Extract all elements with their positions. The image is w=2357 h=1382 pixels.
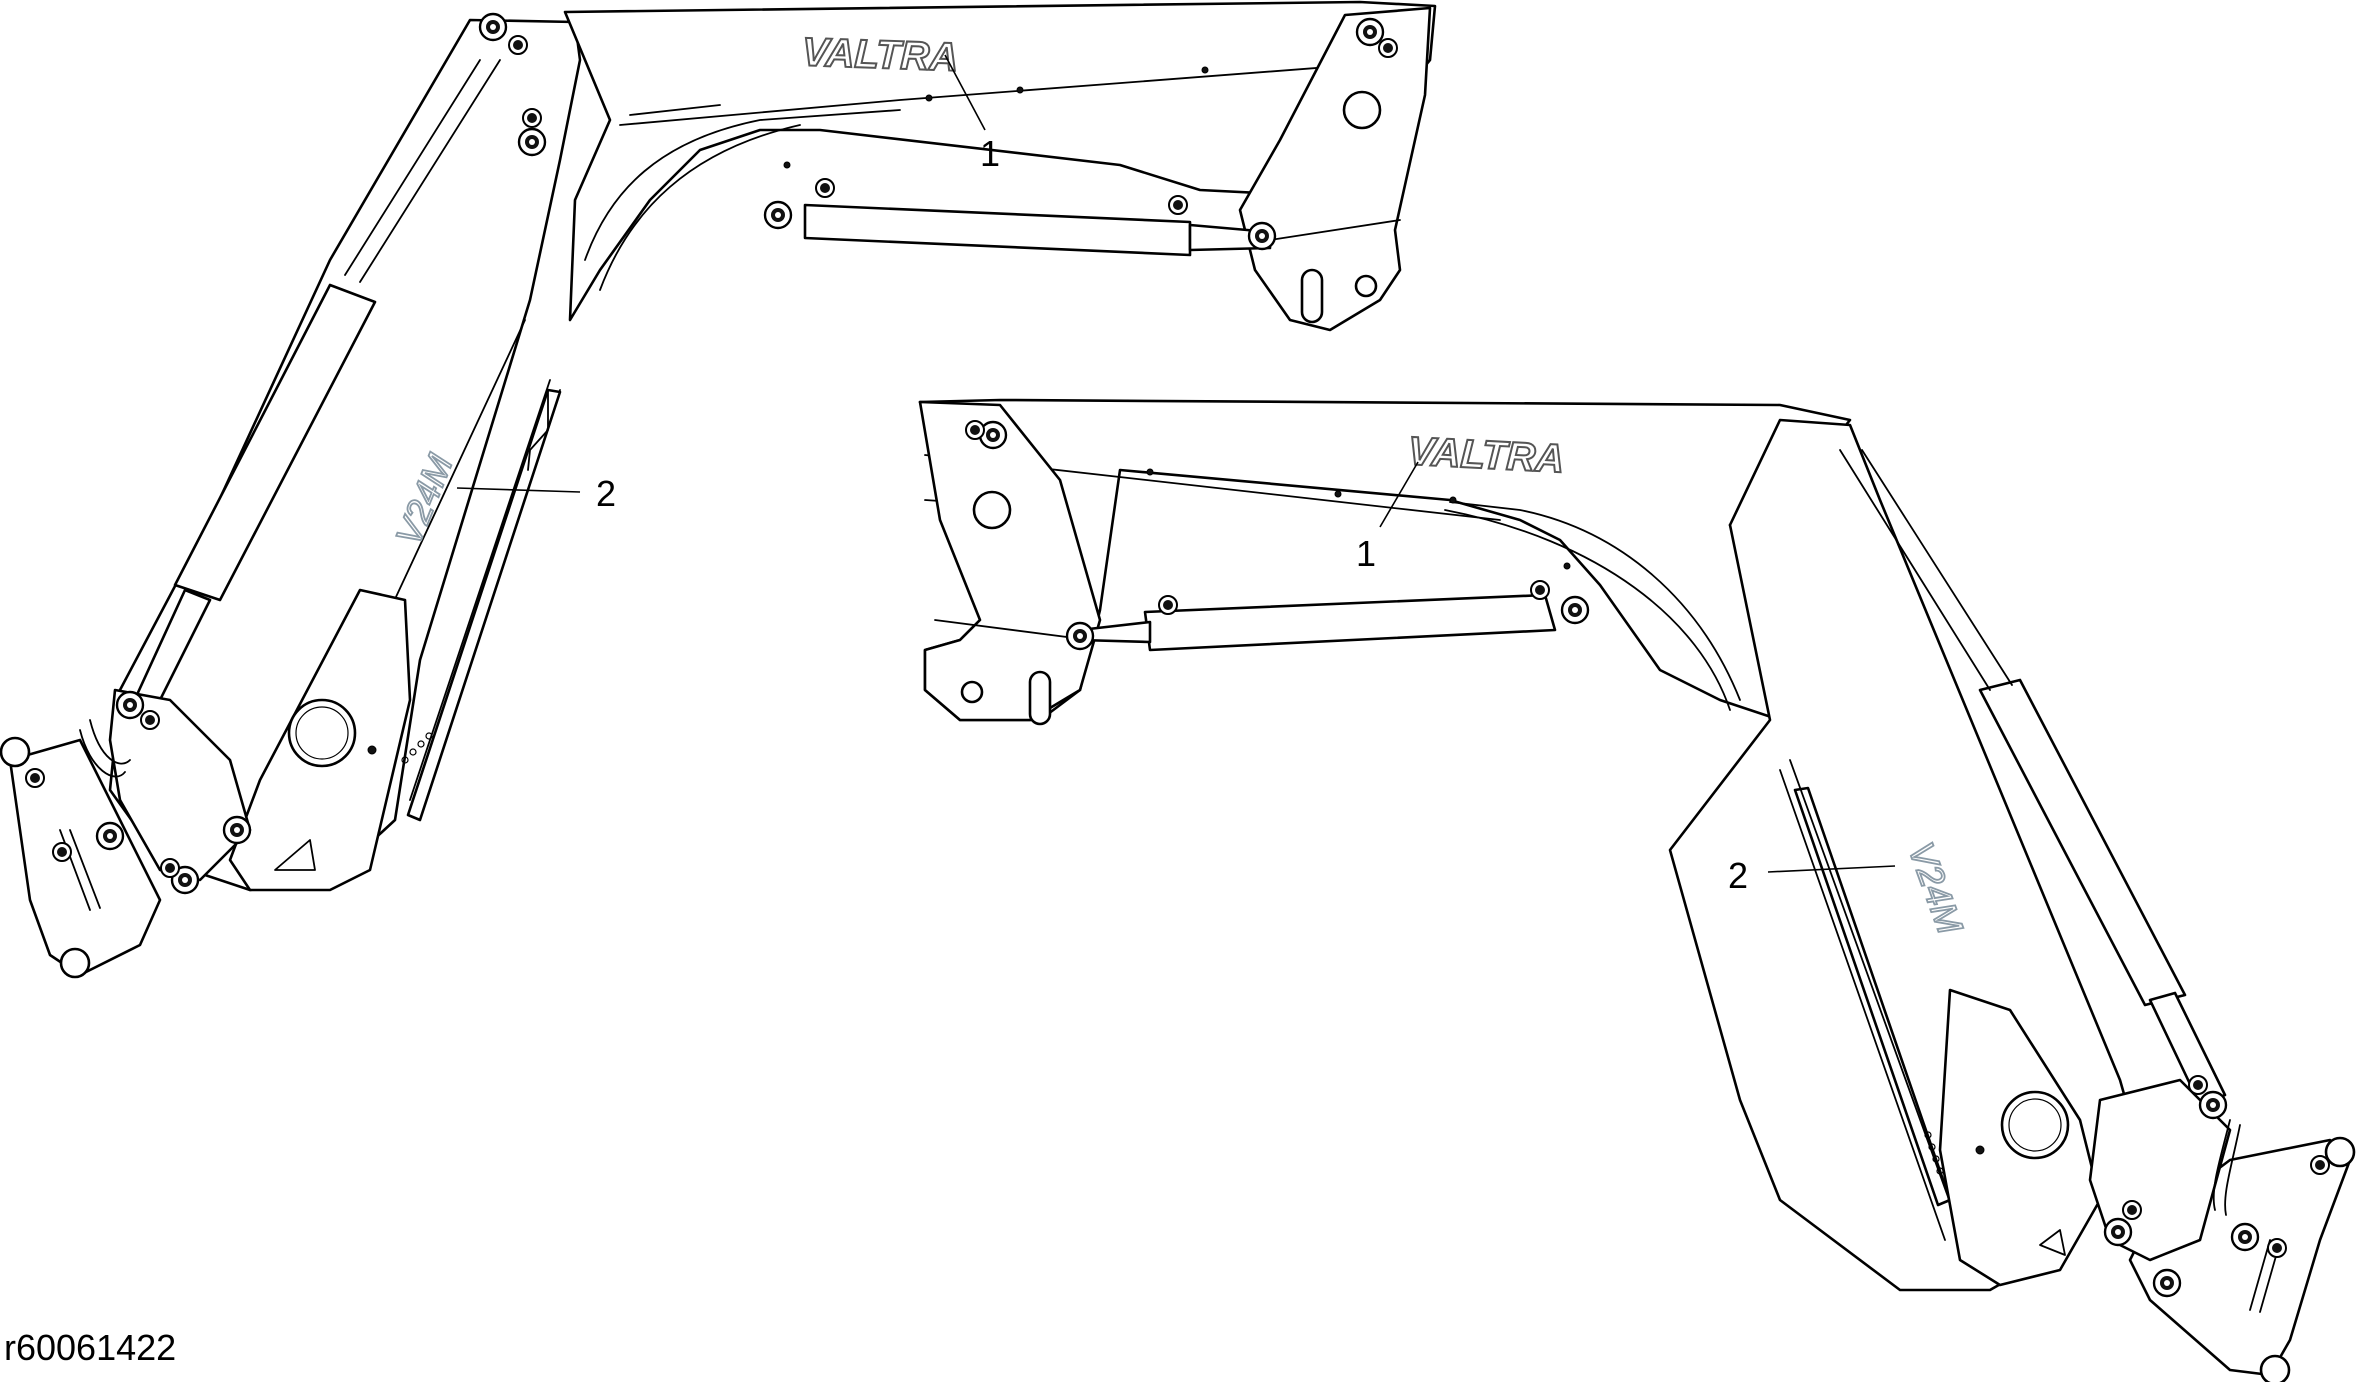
left-pivot-hole [287,698,357,768]
left-pin-attach-1 [115,690,145,720]
right-pivot-hole [2000,1090,2070,1160]
right-end-plate-slot [1028,670,1052,726]
left-pin-top-1 [478,12,508,42]
left-upper-cylinder [803,203,1192,257]
left-end-plate-slot [1300,268,1324,324]
right-upper-cylinder [1143,593,1557,652]
left-pin-top-3 [1355,17,1385,47]
right-end-plate [918,400,1102,722]
right-pin-attach-4 [2152,1268,2182,1298]
right-pin-attach-3 [2230,1222,2260,1252]
left-upper-boom [563,0,1437,322]
figure-reference-code: r60061422 [4,1327,177,1368]
right-callout-2-leader [1767,865,1896,873]
left-pin-attach-2 [95,821,125,851]
right-loader: VALTRA V24M 1 2 [918,398,2356,1382]
left-callout-1: 1 [980,133,1000,174]
left-end-plate [1238,6,1432,332]
right-callout-2: 2 [1728,855,1748,896]
right-brand-decal: VALTRA [1407,429,1565,481]
left-pin-cyl-1 [763,200,793,230]
right-end-plate-hole [972,490,1012,530]
left-brand-decal: VALTRA [801,30,959,79]
left-pin-cyl-2 [1247,221,1277,251]
left-pin-top-2 [517,127,547,157]
right-lift-cylinder [1978,678,2187,1007]
right-pin-attach-1 [2198,1090,2228,1120]
left-pin-attach-4 [222,815,252,845]
left-end-plate-hole [1342,90,1382,130]
right-pin-cyl-2 [1560,595,1590,625]
right-pin-attach-2 [2103,1217,2133,1247]
left-loader: VALTRA V24M 1 2 [0,0,1437,979]
left-callout-1-leader [944,54,986,131]
left-lift-cylinder [173,283,377,602]
right-callout-1: 1 [1356,533,1376,574]
left-callout-2: 2 [596,473,616,514]
right-callout-1-leader [1379,461,1419,528]
right-pin-cyl-1 [1065,621,1095,651]
left-attach-frame [8,738,162,977]
left-callout-2-leader [456,487,581,493]
